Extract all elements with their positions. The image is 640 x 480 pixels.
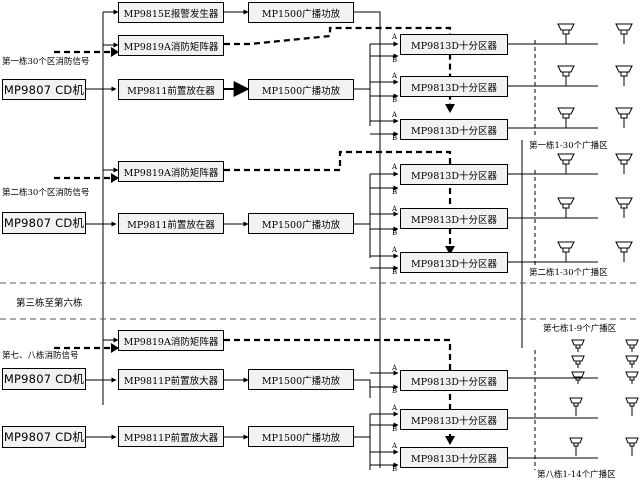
b1-zone-label: 第一栋1-30个广播区 xyxy=(529,141,608,151)
zone-divider-b1-1: MP9813D十分区器 xyxy=(400,34,508,55)
port-b-label: B xyxy=(392,465,398,473)
zone-divider-b2-3: MP9813D十分区器 xyxy=(400,252,508,273)
port-a-label: A xyxy=(392,72,398,80)
port-a-label: A xyxy=(392,163,398,171)
port-b-label: B xyxy=(392,268,398,276)
speaker-icon xyxy=(571,355,585,368)
alarm-generator: MP9815E报警发生器 xyxy=(118,2,224,23)
cd-player-b1: MP9807 CD机 xyxy=(2,79,86,100)
preamp-b2: MP9811前置放在器 xyxy=(118,213,224,234)
fire-matrix-b2: MP9819A消防矩阵器 xyxy=(118,161,224,182)
b2-fire-signal-label: 第二栋30个区消防信号 xyxy=(2,188,90,198)
port-b-label: B xyxy=(392,134,398,142)
b1-fire-signal-label: 第一栋30个区消防信号 xyxy=(2,57,90,67)
speaker-icon xyxy=(625,371,639,384)
port-b-label: B xyxy=(392,56,398,64)
b2-zone-label: 第二栋1-30个广播区 xyxy=(529,268,608,278)
zone-divider-b1-2: MP9813D十分区器 xyxy=(400,76,508,97)
speaker-icon xyxy=(557,23,575,44)
b7-zone-label: 第七栋1-9个广播区 xyxy=(543,324,617,334)
speaker-icons xyxy=(557,23,639,456)
cd-player-b8: MP9807 CD机 xyxy=(2,426,86,448)
b78-fire-signal-label: 第七、八栋消防信号 xyxy=(2,351,79,361)
speaker-icon xyxy=(615,107,633,128)
speaker-icon xyxy=(557,107,575,128)
port-b-label: B xyxy=(392,229,398,237)
zone-divider-b2-1: MP9813D十分区器 xyxy=(400,164,508,185)
port-a-label: A xyxy=(392,404,398,412)
speaker-icon xyxy=(625,355,639,368)
port-a-label: A xyxy=(392,205,398,213)
power-amp-alarm: MP1500广播功放 xyxy=(248,2,354,23)
preamp-p-b7: MP9811P前置放大器 xyxy=(118,369,224,390)
speaker-icon xyxy=(557,153,575,174)
port-a-label: A xyxy=(392,33,398,41)
port-a-label: A xyxy=(392,246,398,254)
power-amp-b8: MP1500广播功放 xyxy=(248,426,354,447)
port-b-label: B xyxy=(392,188,398,196)
port-b-label: B xyxy=(392,425,398,433)
zone-divider-b1-3: MP9813D十分区器 xyxy=(400,119,508,140)
speaker-icon xyxy=(625,397,639,416)
b3-6-label: 第三栋至第六栋 xyxy=(16,298,83,309)
speaker-icon xyxy=(625,339,639,352)
fire-matrix-b1: MP9819A消防矩阵器 xyxy=(118,35,224,56)
speaker-icon xyxy=(615,23,633,44)
speaker-icon xyxy=(615,65,633,86)
speaker-icon xyxy=(571,371,585,384)
power-amp-b1: MP1500广播功放 xyxy=(248,79,354,100)
cd-player-b7: MP9807 CD机 xyxy=(2,368,86,390)
preamp-b1: MP9811前置放在器 xyxy=(118,79,224,100)
speaker-icon xyxy=(557,65,575,86)
fire-matrix-b78: MP9819A消防矩阵器 xyxy=(118,330,224,351)
port-b-label: B xyxy=(392,387,398,395)
power-amp-b7: MP1500广播功放 xyxy=(248,369,354,390)
speaker-icon xyxy=(625,437,639,456)
zone-divider-b78-3: MP9813D十分区器 xyxy=(400,447,508,468)
cd-player-b2: MP9807 CD机 xyxy=(2,212,86,234)
zone-divider-b78-1: MP9813D十分区器 xyxy=(400,370,508,391)
speaker-icon xyxy=(569,437,583,456)
speaker-icon xyxy=(557,197,575,218)
port-a-label: A xyxy=(392,364,398,372)
port-b-label: B xyxy=(392,96,398,104)
b8-zone-label: 第八栋1-14个广播区 xyxy=(537,470,616,480)
zone-divider-b78-2: MP9813D十分区器 xyxy=(400,409,508,430)
speaker-icon xyxy=(569,397,583,416)
speaker-icon xyxy=(615,241,633,262)
speaker-icon xyxy=(615,197,633,218)
port-a-label: A xyxy=(392,442,398,450)
zone-divider-b2-2: MP9813D十分区器 xyxy=(400,208,508,229)
preamp-p-b8: MP9811P前置放大器 xyxy=(118,426,224,447)
speaker-icon xyxy=(557,241,575,262)
port-a-label: A xyxy=(392,111,398,119)
power-amp-b2: MP1500广播功放 xyxy=(248,213,354,234)
speaker-icon xyxy=(571,339,585,352)
speaker-icon xyxy=(615,153,633,174)
